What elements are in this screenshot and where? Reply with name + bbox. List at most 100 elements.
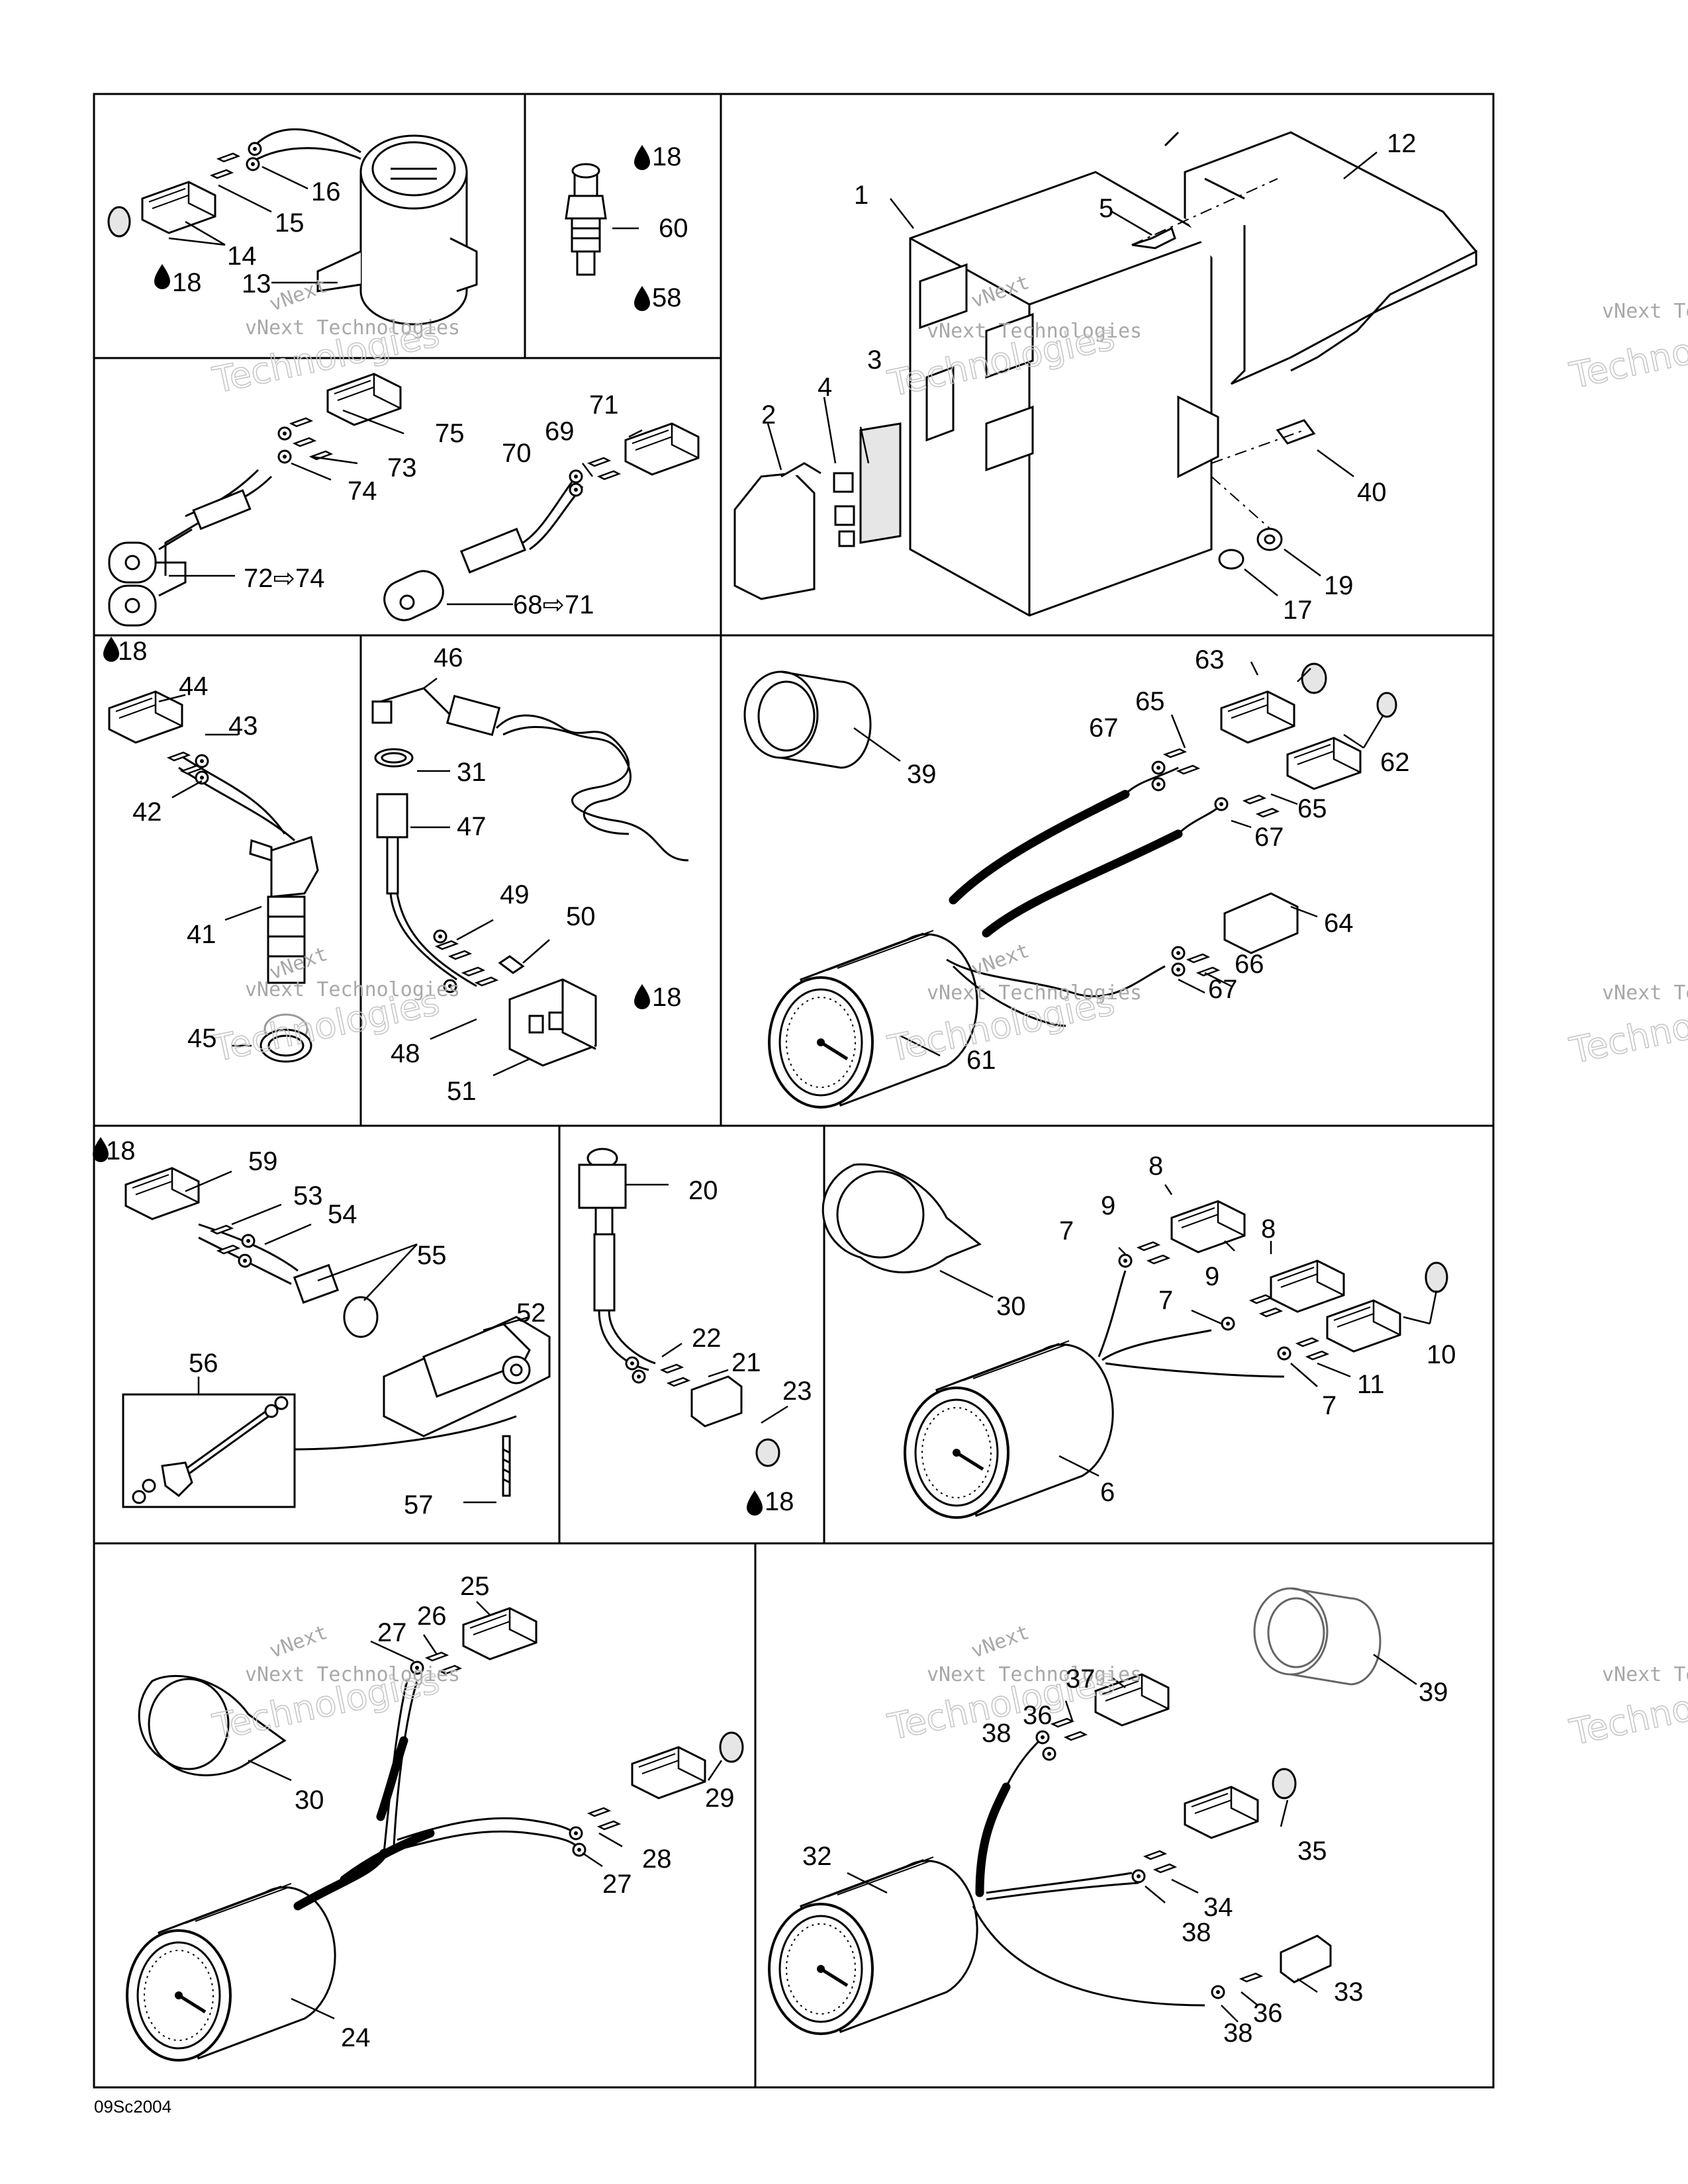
callout-64: 64 (1324, 909, 1354, 938)
callout-38: 38 (1223, 2019, 1253, 2048)
callout-31: 31 (457, 758, 487, 787)
panel-gauge-61 (743, 661, 1397, 1107)
drop-icon (103, 637, 119, 662)
callout-25: 25 (460, 1572, 490, 1601)
callout-7: 7 (1059, 1216, 1074, 1246)
callout-4: 4 (818, 373, 832, 402)
panel-20-23 (578, 1148, 788, 1516)
callout-17: 17 (1283, 596, 1313, 625)
callout-39: 39 (1419, 1678, 1448, 1707)
callout-9: 9 (1101, 1191, 1115, 1220)
callout-67: 67 (1089, 713, 1119, 743)
callout-12: 12 (1387, 129, 1417, 158)
panel-ecm (733, 131, 1477, 617)
callout-21: 21 (731, 1348, 761, 1377)
callout-5: 5 (1099, 194, 1113, 223)
callout-72-74: 72⇨74 (244, 564, 325, 593)
callout-14: 14 (227, 242, 257, 271)
panel-temp-sender (108, 690, 319, 1063)
callout-50: 50 (566, 902, 596, 931)
callout-57: 57 (404, 1490, 434, 1520)
callout-51: 51 (447, 1077, 477, 1106)
panel-switches (108, 373, 700, 627)
callout-60: 60 (659, 214, 688, 243)
svg-text:vNext Technologies: vNext Technologies (245, 316, 460, 340)
svg-text:vNext Technologies: vNext Technologies (1602, 300, 1688, 323)
panel-gauge-24 (127, 1601, 744, 2060)
callout-18: 18 (106, 1136, 136, 1165)
panel-46-51 (371, 678, 689, 1077)
callout-67: 67 (1254, 823, 1284, 852)
callout-16: 16 (311, 177, 341, 206)
callout-74: 74 (348, 477, 377, 506)
callout-55: 55 (417, 1241, 447, 1270)
callout-52: 52 (516, 1298, 546, 1328)
callout-20: 20 (688, 1176, 718, 1205)
callout-69: 69 (545, 417, 575, 446)
panel-gauge-6 (821, 1163, 1448, 1518)
callout-68-71: 68⇨71 (513, 590, 594, 619)
callout-26: 26 (417, 1602, 447, 1631)
callout-22: 22 (692, 1324, 722, 1353)
callout-11: 11 (1357, 1370, 1385, 1399)
svg-text:vNext Technologies: vNext Technologies (927, 320, 1142, 343)
callout-18: 18 (765, 1487, 794, 1516)
callout-28: 28 (642, 1844, 672, 1874)
callout-1: 1 (854, 181, 868, 210)
callout-7: 7 (1158, 1286, 1173, 1315)
callout-7: 7 (1322, 1391, 1336, 1420)
callout-53: 53 (293, 1181, 323, 1210)
callout-24: 24 (341, 2023, 371, 2052)
callout-2: 2 (761, 400, 776, 430)
callout-39: 39 (907, 760, 937, 789)
callout-29: 29 (705, 1784, 735, 1813)
panel-frames (93, 93, 1495, 2089)
callout-8: 8 (1261, 1214, 1276, 1244)
callout-66: 66 (1235, 950, 1264, 979)
callout-58: 58 (652, 283, 682, 312)
callout-38: 38 (1182, 1918, 1211, 1947)
callout-30: 30 (295, 1786, 324, 1815)
callout-63: 63 (1195, 645, 1225, 674)
callout-8: 8 (1149, 1152, 1163, 1181)
callout-32: 32 (802, 1842, 832, 1871)
callout-43: 43 (228, 711, 258, 741)
callout-labels: 16 15 14 18 13 18 60 58 1 5 12 3 4 2 40 … (106, 129, 1456, 2052)
callout-70: 70 (502, 439, 532, 468)
callout-19: 19 (1324, 571, 1354, 600)
callout-27: 27 (602, 1870, 632, 1899)
callout-15: 15 (275, 208, 305, 238)
svg-text:vNext Technologies: vNext Technologies (245, 1663, 460, 1686)
callout-61: 61 (966, 1046, 996, 1075)
callout-67: 67 (1208, 975, 1238, 1004)
svg-text:vNext Technologies: vNext Technologies (245, 978, 460, 1001)
callout-48: 48 (391, 1039, 420, 1068)
callout-13: 13 (242, 269, 271, 298)
callout-38: 38 (982, 1719, 1011, 1748)
svg-text:vNext Technologies: vNext Technologies (927, 1663, 1142, 1686)
callout-65: 65 (1297, 794, 1327, 823)
drop-icon (154, 264, 170, 289)
panel-gauge-32 (769, 1587, 1417, 2034)
callout-9: 9 (1205, 1262, 1219, 1291)
callout-3: 3 (867, 345, 882, 375)
callout-33: 33 (1334, 1978, 1364, 2007)
callout-10: 10 (1427, 1340, 1456, 1369)
callout-18: 18 (652, 983, 682, 1012)
panel-52-59 (122, 1167, 551, 1508)
svg-text:vNext: vNext (968, 1621, 1033, 1663)
callout-18: 18 (118, 637, 148, 666)
callout-41: 41 (187, 920, 216, 949)
svg-text:vNext: vNext (267, 1621, 331, 1663)
callout-62: 62 (1380, 748, 1410, 777)
callout-18: 18 (172, 268, 202, 297)
svg-text:vNext Technologies: vNext Technologies (927, 981, 1142, 1005)
callout-71: 71 (589, 390, 619, 420)
callout-18: 18 (652, 142, 682, 171)
svg-text:vNext Technologies: vNext Technologies (1602, 1663, 1688, 1686)
callout-36: 36 (1023, 1701, 1053, 1730)
callout-73: 73 (387, 453, 417, 482)
callout-42: 42 (132, 797, 162, 827)
callout-47: 47 (457, 812, 487, 841)
svg-text:vNext Technologies: vNext Technologies (1602, 981, 1688, 1005)
